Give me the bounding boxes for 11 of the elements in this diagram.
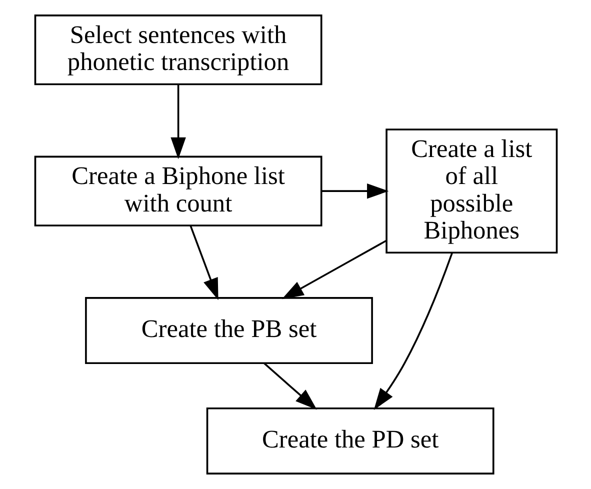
node-box: Create a Biphone list with count — [34, 156, 322, 226]
node-box: Select sentences with phonetic transcription — [34, 14, 322, 86]
node-box: Create a list of all possible Biphones — [385, 128, 558, 254]
arrow — [170, 84, 186, 160]
arrow — [263, 362, 316, 410]
node-box: Create the PB set — [84, 297, 372, 364]
arrow — [189, 225, 218, 300]
arrow — [373, 252, 452, 410]
arrow — [321, 183, 388, 199]
arrow — [281, 240, 386, 300]
node-box: Create the PD set — [206, 407, 494, 474]
